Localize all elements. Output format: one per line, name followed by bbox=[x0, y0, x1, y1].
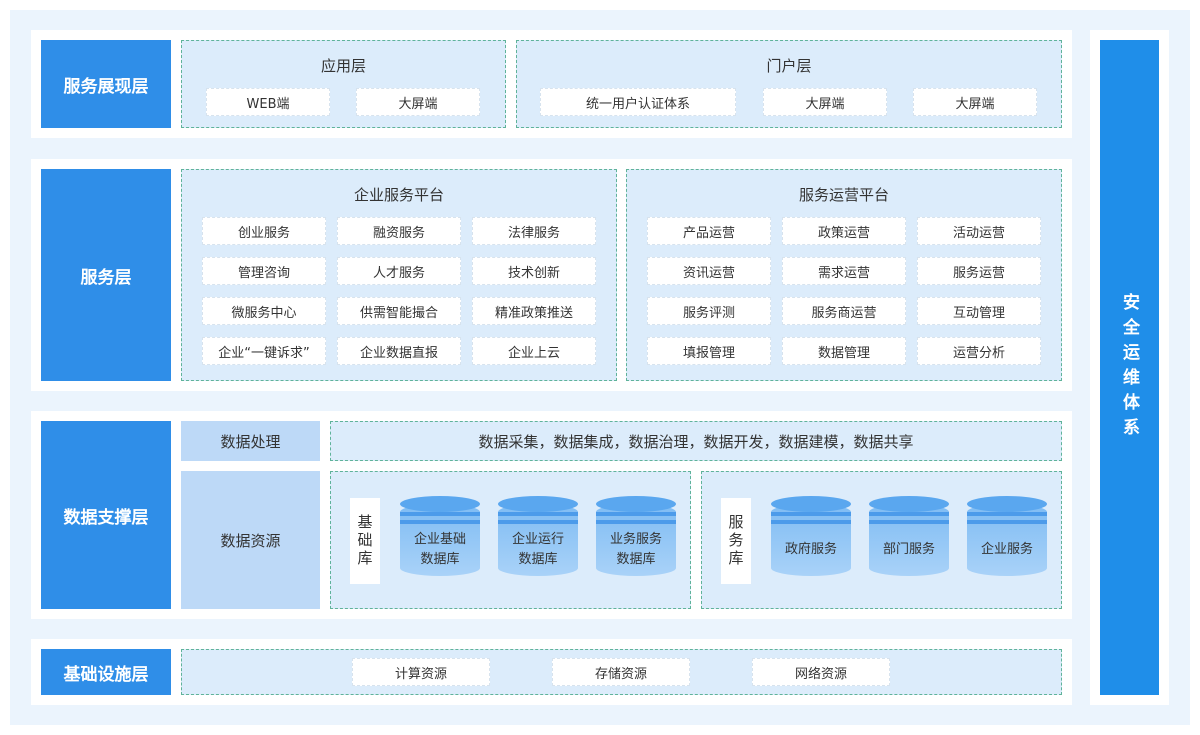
database-cylinder: 业务服务数据库 bbox=[596, 496, 676, 584]
service-chip: 供需智能撮合 bbox=[337, 297, 461, 325]
service-chip: 企业数据直报 bbox=[337, 337, 461, 365]
database-cylinder: 企业服务 bbox=[967, 496, 1047, 584]
service-chip: 法律服务 bbox=[472, 217, 596, 245]
database-cylinder: 企业基础数据库 bbox=[400, 496, 480, 584]
security-ops-label: 安全运维体系 bbox=[1100, 40, 1159, 695]
service-chip: 服务评测 bbox=[647, 297, 771, 325]
service-chip: 数据管理 bbox=[782, 337, 906, 365]
service-chip: 精准政策推送 bbox=[472, 297, 596, 325]
operation-platform-title: 服务运营平台 bbox=[798, 186, 889, 204]
service-chip: 融资服务 bbox=[337, 217, 461, 245]
presentation-layer-label: 服务展现层 bbox=[41, 40, 171, 128]
service-chip: 政策运营 bbox=[782, 217, 906, 245]
service-chip: 管理咨询 bbox=[202, 257, 326, 285]
database-label: 企业服务 bbox=[980, 542, 1033, 557]
database-label: 业务服务数据库 bbox=[609, 532, 662, 567]
service-library-panel: 服务库 政府服务 部门服务 企业服务 bbox=[701, 471, 1062, 609]
service-chip: 创业服务 bbox=[202, 217, 326, 245]
enterprise-platform-panel: 企业服务平台 创业服务融资服务法律服务管理咨询人才服务技术创新微服务中心供需智能… bbox=[181, 169, 617, 381]
service-chip: 活动运营 bbox=[917, 217, 1041, 245]
service-chip: 互动管理 bbox=[917, 297, 1041, 325]
portal-layer-title: 门户层 bbox=[766, 57, 812, 75]
infra-chip: 存储资源 bbox=[552, 658, 690, 686]
database-cylinder: 企业运行数据库 bbox=[498, 496, 578, 584]
infra-chip: 网络资源 bbox=[752, 658, 890, 686]
service-chip: 填报管理 bbox=[647, 337, 771, 365]
portal-chip: 大屏端 bbox=[763, 88, 887, 116]
service-chip: 产品运营 bbox=[647, 217, 771, 245]
database-cylinder: 部门服务 bbox=[869, 496, 949, 584]
infra-layer-label: 基础设施层 bbox=[41, 649, 171, 695]
database-label: 部门服务 bbox=[882, 542, 935, 557]
service-library-label: 服务库 bbox=[721, 498, 751, 584]
service-chip: 服务运营 bbox=[917, 257, 1041, 285]
base-library-label: 基础库 bbox=[350, 498, 380, 584]
service-chip: 人才服务 bbox=[337, 257, 461, 285]
data-resource-label: 数据资源 bbox=[181, 471, 320, 609]
app-chip: WEB端 bbox=[206, 88, 330, 116]
infra-chip: 计算资源 bbox=[352, 658, 490, 686]
service-chip: 企业上云 bbox=[472, 337, 596, 365]
database-label: 企业运行数据库 bbox=[511, 532, 564, 567]
data-processing-text: 数据采集，数据集成，数据治理，数据开发，数据建模，数据共享 bbox=[330, 421, 1062, 461]
service-chip: 资讯运营 bbox=[647, 257, 771, 285]
service-chip: 企业“一键诉求” bbox=[202, 337, 326, 365]
portal-chip: 大屏端 bbox=[913, 88, 1037, 116]
data-processing-label: 数据处理 bbox=[181, 421, 320, 461]
database-label: 企业基础数据库 bbox=[413, 532, 466, 567]
service-layer-label: 服务层 bbox=[41, 169, 171, 381]
data-layer-label: 数据支撑层 bbox=[41, 421, 171, 609]
portal-layer-panel: 门户层 统一用户认证体系 大屏端 大屏端 bbox=[516, 40, 1062, 128]
app-chip: 大屏端 bbox=[356, 88, 480, 116]
service-chip: 微服务中心 bbox=[202, 297, 326, 325]
database-cylinder: 政府服务 bbox=[771, 496, 851, 584]
service-chip: 技术创新 bbox=[472, 257, 596, 285]
base-library-panel: 基础库 企业基础数据库 企业运行数据库 业务服务数据库 bbox=[330, 471, 691, 609]
database-label: 政府服务 bbox=[784, 542, 837, 557]
portal-chip: 统一用户认证体系 bbox=[540, 88, 736, 116]
service-chip: 服务商运营 bbox=[782, 297, 906, 325]
service-chip: 需求运营 bbox=[782, 257, 906, 285]
enterprise-platform-title: 企业服务平台 bbox=[353, 186, 444, 204]
operation-platform-panel: 服务运营平台 产品运营政策运营活动运营资讯运营需求运营服务运营服务评测服务商运营… bbox=[626, 169, 1062, 381]
app-layer-title: 应用层 bbox=[320, 57, 366, 75]
infra-panel: 计算资源 存储资源 网络资源 bbox=[181, 649, 1062, 695]
service-chip: 运营分析 bbox=[917, 337, 1041, 365]
app-layer-panel: 应用层 WEB端 大屏端 bbox=[181, 40, 506, 128]
